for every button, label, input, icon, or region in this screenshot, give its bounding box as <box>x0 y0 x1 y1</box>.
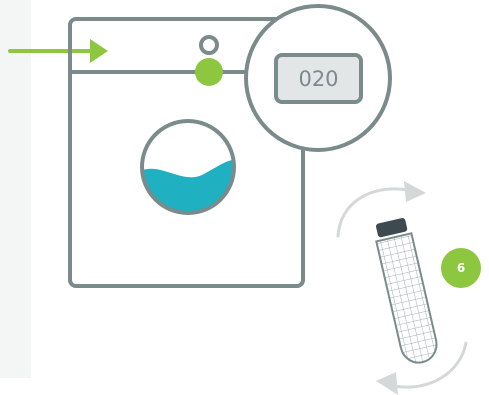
step-badge: 6 <box>441 248 481 288</box>
lint-filter-icon <box>372 217 440 366</box>
arrow-right-icon <box>10 39 108 63</box>
display-screen: 020 <box>276 55 361 102</box>
step-number: 6 <box>457 261 465 275</box>
drum-window-icon <box>138 121 238 230</box>
display-readout: 020 <box>298 67 338 91</box>
knob-icon <box>201 37 217 53</box>
indicator-light-icon <box>195 58 223 86</box>
magnifier-callout-icon: 020 <box>246 6 390 150</box>
